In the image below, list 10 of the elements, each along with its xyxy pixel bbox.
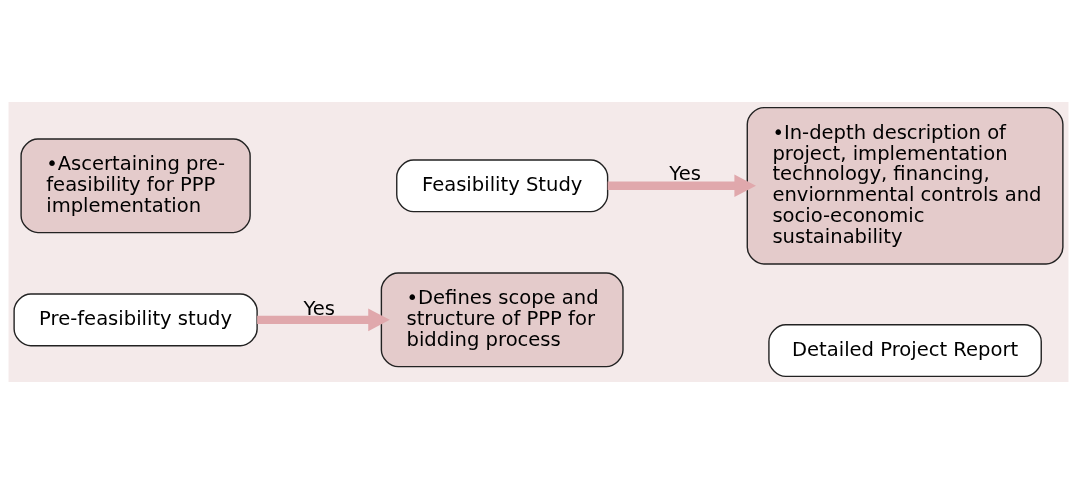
node-box: •Ascertaining pre-feasibility for PPP implementation — [20, 138, 251, 234]
edge-label: Yes — [669, 162, 701, 186]
arrow — [257, 308, 390, 332]
node-box: Feasibility Study — [396, 159, 609, 213]
edge-label: Yes — [303, 296, 336, 320]
node-box: •In-depth description of project, implementation technology, financing, enviornmental controls and socio-economic sustainability — [746, 106, 1064, 265]
node-box: Pre-feasibility study — [13, 293, 258, 347]
node-box: •Defines scope and structure of PPP for bidding process — [380, 272, 624, 368]
node-box: Detailed Project Report — [768, 324, 1042, 378]
arrow — [607, 174, 756, 198]
